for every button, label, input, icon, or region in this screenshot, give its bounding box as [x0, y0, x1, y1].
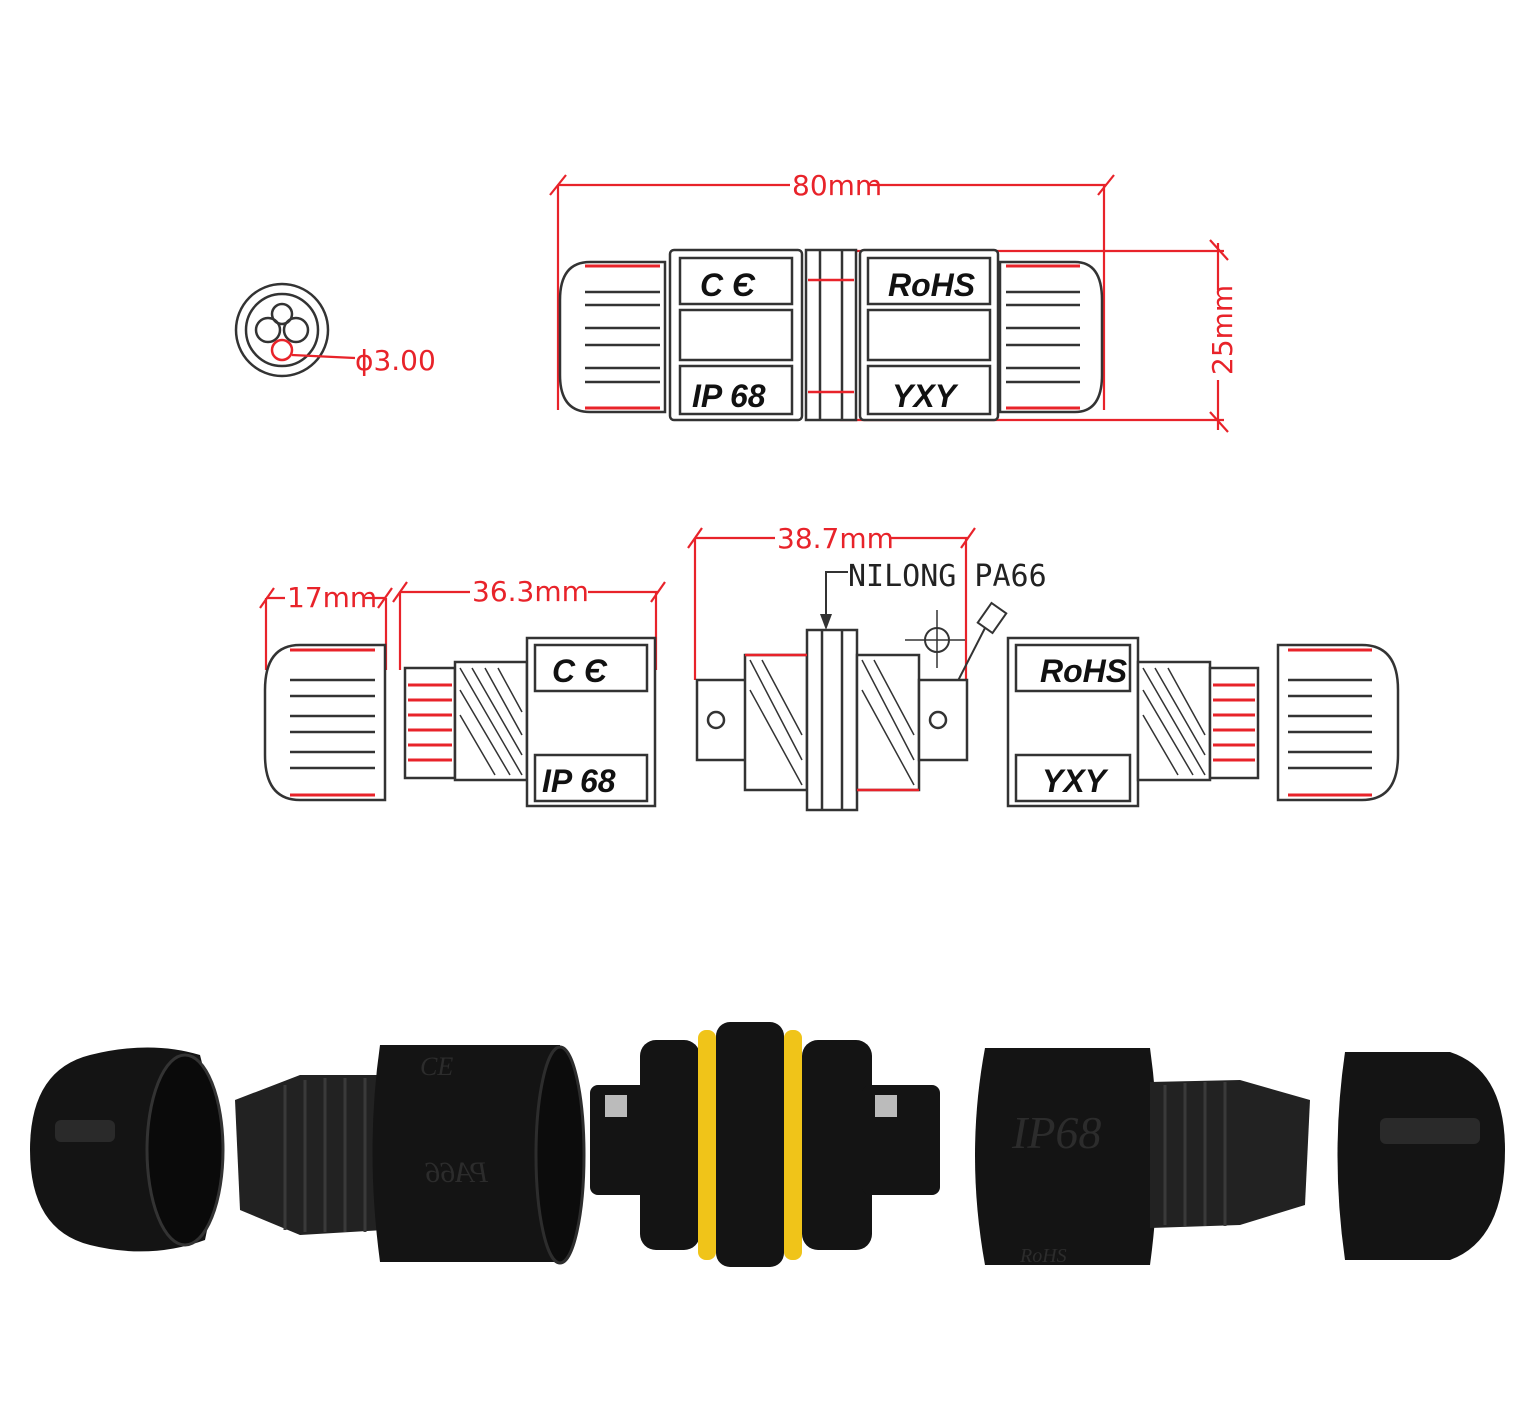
- center-dimension: 38.7mm: [777, 522, 894, 555]
- photo-ip68-mark: IP68: [1011, 1107, 1101, 1158]
- pin-diameter-label: ϕ3.00: [355, 344, 436, 377]
- right-cap: [1337, 1052, 1505, 1260]
- length-dimension: 80mm: [792, 169, 882, 202]
- seal-ring-left: [698, 1030, 716, 1260]
- pin-face-view: ϕ3.00: [234, 282, 436, 378]
- photo-ce-mark: CE: [420, 1052, 453, 1081]
- right-body: [975, 1048, 1158, 1265]
- photo-rohs-mark: RoHS: [1019, 1245, 1067, 1267]
- ip68-label: IP 68: [692, 378, 766, 414]
- product-photo: CE PA66 IP68 RoHS: [30, 1022, 1505, 1267]
- rohs-label: RoHS: [888, 267, 976, 303]
- exploded-view: 17mm 36.3mm 38.7mm NILONG PA66: [259, 522, 1400, 812]
- assembled-view: 80mm 25mm C Є IP 68 RoHS YXY: [549, 169, 1239, 433]
- photo-pa66-mark: PA66: [425, 1156, 489, 1189]
- cap-dimension: 17mm: [287, 581, 377, 614]
- ce-label: C Є: [700, 267, 756, 303]
- ip68-label-exploded: IP 68: [542, 763, 616, 799]
- height-dimension: 25mm: [1206, 285, 1239, 375]
- material-note: NILONG PA66: [848, 559, 1047, 594]
- seal-ring-right: [784, 1030, 802, 1260]
- yxy-label: YXY: [892, 378, 959, 414]
- body-dimension: 36.3mm: [472, 575, 589, 608]
- ce-label-exploded: C Є: [552, 653, 608, 689]
- rohs-label-exploded: RoHS: [1040, 653, 1128, 689]
- left-body: [372, 1045, 573, 1262]
- yxy-label-exploded: YXY: [1042, 763, 1109, 799]
